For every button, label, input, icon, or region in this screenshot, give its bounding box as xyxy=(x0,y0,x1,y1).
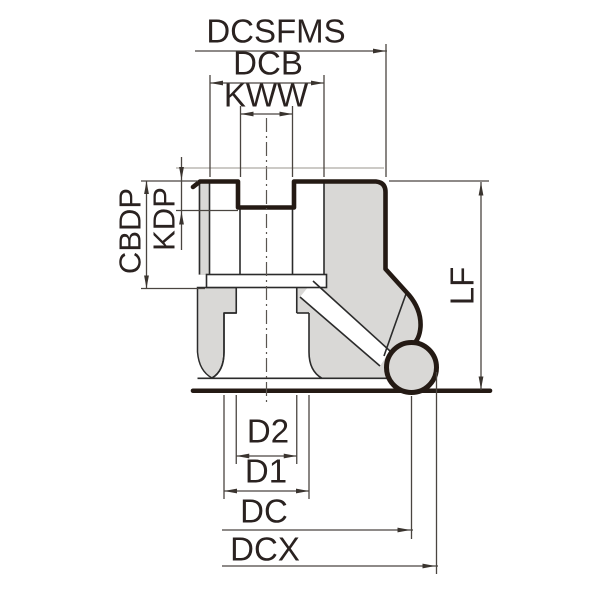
insert-gash-band xyxy=(300,281,390,366)
dim-label-d1: D1 xyxy=(244,452,288,490)
arrow-kdp-top xyxy=(179,167,184,180)
hub-wall-left xyxy=(211,313,225,379)
arrow-dcsfms-right xyxy=(373,48,386,54)
gash-edge-lower xyxy=(299,296,381,367)
arrow-dc-right xyxy=(397,527,411,533)
arrow-kww-right xyxy=(279,111,293,117)
arrow-dcb-right xyxy=(311,80,324,86)
dim-label-lf: LF xyxy=(443,266,481,306)
arrow-cbdp-bottom xyxy=(144,275,149,289)
dim-label-dcsfms: DCSFMS xyxy=(206,12,346,50)
outline-top-and-right xyxy=(190,179,423,348)
section-fill-left-hub xyxy=(196,286,237,379)
section-fill-left-rim xyxy=(198,181,210,275)
pocket-curve xyxy=(383,293,407,357)
arrow-kww-left xyxy=(240,111,254,117)
arrow-kdp-bottom xyxy=(179,211,184,225)
body-outline xyxy=(190,179,493,394)
dimension-arrowheads xyxy=(144,48,484,569)
arrow-dcx-right xyxy=(422,563,436,569)
gash-edge-upper xyxy=(312,280,391,352)
arrow-d1-left xyxy=(224,488,237,494)
arrow-dcb-left xyxy=(210,80,223,86)
arrow-lf-top xyxy=(478,182,484,196)
arrow-cbdp-top xyxy=(144,181,149,194)
arrow-lf-bottom xyxy=(478,376,484,390)
dim-label-dc: DC xyxy=(240,492,288,530)
arrow-d2-left xyxy=(236,453,250,459)
section-fill-right-body xyxy=(296,181,421,379)
dim-label-cbdp: CBDP xyxy=(112,187,148,275)
hub-wall-right xyxy=(308,313,323,379)
dim-label-kdp: KDP xyxy=(146,187,182,251)
dim-label-dcb: DCB xyxy=(233,44,303,82)
dim-label-kww: KWW xyxy=(223,76,309,114)
dim-label-d2: D2 xyxy=(246,412,290,450)
round-insert xyxy=(384,340,439,395)
dim-label-dcx: DCX xyxy=(230,530,300,568)
arrow-d2-right xyxy=(283,453,297,459)
arrow-d1-right xyxy=(296,488,309,494)
